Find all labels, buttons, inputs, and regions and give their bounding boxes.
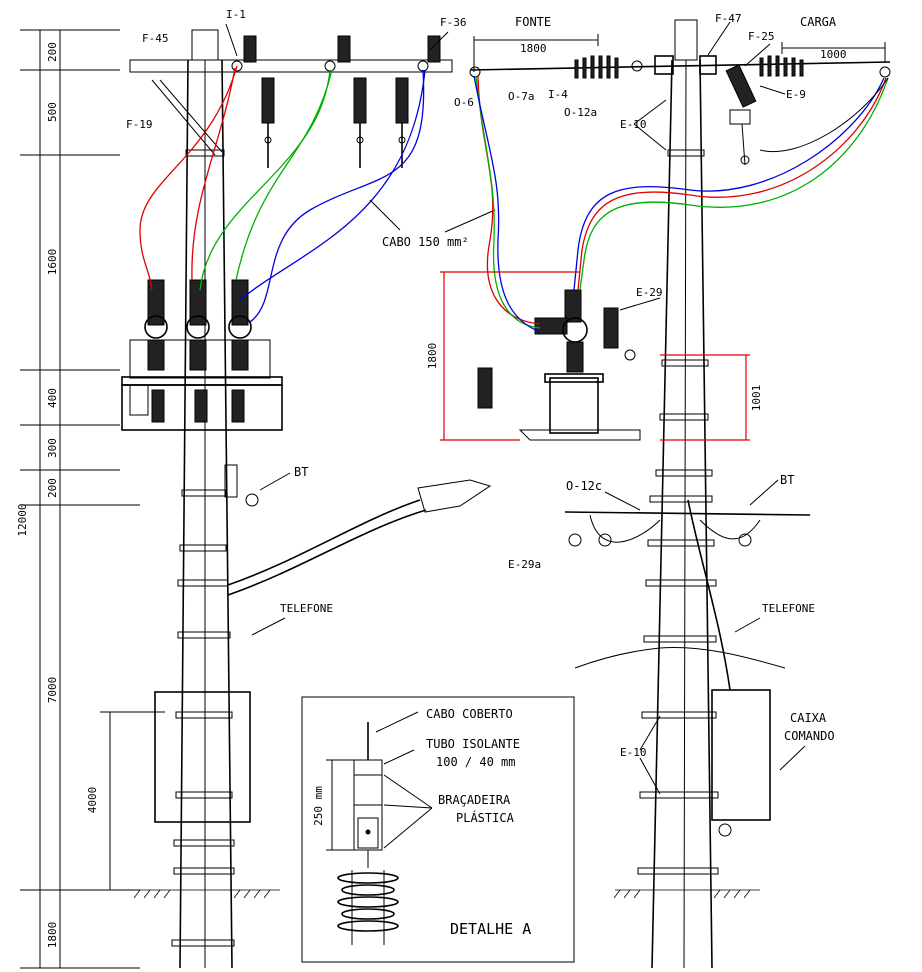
detail-insulator	[337, 870, 399, 945]
label-o7a: O-7a	[508, 90, 535, 103]
label-f19: F-19	[126, 118, 153, 131]
label-dim-fonte: 1800	[520, 42, 547, 55]
label-e29: E-29	[636, 286, 663, 299]
street-light	[417, 479, 492, 513]
label-e10-top: E-10	[620, 118, 647, 131]
label-o6: O-6	[454, 96, 474, 109]
crossarm-insulators	[231, 35, 441, 72]
fuse-cutouts	[261, 77, 409, 168]
recloser-left	[121, 279, 283, 431]
line-insulators	[469, 55, 891, 79]
dim-seg-0: 200	[46, 42, 59, 62]
dim-recloser-box: 4000	[86, 787, 99, 814]
label-telefone-left: TELEFONE	[280, 602, 333, 615]
left-crossarm	[129, 59, 453, 73]
dim-seg-2: 1600	[46, 249, 59, 276]
detail-cabo-coberto: CABO COBERTO	[426, 707, 513, 721]
label-fonte: FONTE	[515, 15, 551, 29]
label-telefone-right: TELEFONE	[762, 602, 815, 615]
detail-tubo-dim: 100 / 40 mm	[436, 755, 515, 769]
label-f47: F-47	[715, 12, 742, 25]
label-caixa: CAIXA	[790, 711, 827, 725]
detail-bracadeira: BRAÇADEIRA	[438, 793, 511, 807]
label-f25: F-25	[748, 30, 775, 43]
phase-cables-left	[139, 65, 426, 323]
label-f36: F-36	[440, 16, 467, 29]
dim-seg-5: 200	[46, 478, 59, 498]
label-f45: F-45	[142, 32, 169, 45]
label-comando: COMANDO	[784, 729, 835, 743]
left-labels: F-45 I-1 F-36 F-19 CABO 150 mm² BT TELEF…	[126, 8, 496, 636]
dim-seg-4: 300	[46, 438, 59, 458]
recloser-right	[477, 289, 641, 441]
label-i4: I-4	[548, 88, 568, 101]
label-i1: I-1	[226, 8, 246, 21]
label-o12c: O-12c	[566, 479, 602, 493]
dim-seg-3: 400	[46, 388, 59, 408]
label-bt-right: BT	[780, 473, 794, 487]
label-o12a: O-12a	[564, 106, 597, 119]
detail-plastica: PLÁSTICA	[456, 810, 515, 825]
dim-red-right: 1001	[750, 385, 763, 412]
label-cable: CABO 150 mm²	[382, 235, 469, 249]
dim-seg-7: 1800	[46, 922, 59, 949]
dimension-column: 12000 200 500 1600 400 300 200 7000 1800…	[16, 29, 165, 969]
dim-seg-1: 500	[46, 102, 59, 122]
right-pole	[469, 19, 891, 969]
detail-a: 250 mm CABO COBERTO TUBO ISOLANTE 100 / …	[301, 696, 575, 963]
label-bt-left: BT	[294, 465, 308, 479]
top-dimensions	[473, 34, 886, 72]
left-pole	[121, 29, 492, 969]
dim-red-left: 1800	[426, 343, 439, 370]
right-control-box	[711, 689, 771, 821]
label-dim-carga: 1000	[820, 48, 847, 61]
detail-tubo-isolante: TUBO ISOLANTE	[426, 737, 520, 751]
left-control-box	[154, 691, 251, 823]
right-labels: FONTE CARGA 1800 1000 F-47 F-25 E-9 O-6 …	[454, 12, 847, 795]
dim-seg-6: 7000	[46, 677, 59, 704]
label-e10-bottom: E-10	[620, 746, 647, 759]
red-dimensions	[440, 271, 750, 441]
label-carga: CARGA	[800, 15, 837, 29]
dim-total: 12000	[16, 503, 29, 536]
phase-cables-right	[473, 75, 889, 333]
detail-dim: 250 mm	[312, 786, 325, 826]
label-e29a: E-29a	[508, 558, 541, 571]
detail-title: DETALHE A	[450, 920, 531, 938]
label-e9: E-9	[786, 88, 806, 101]
